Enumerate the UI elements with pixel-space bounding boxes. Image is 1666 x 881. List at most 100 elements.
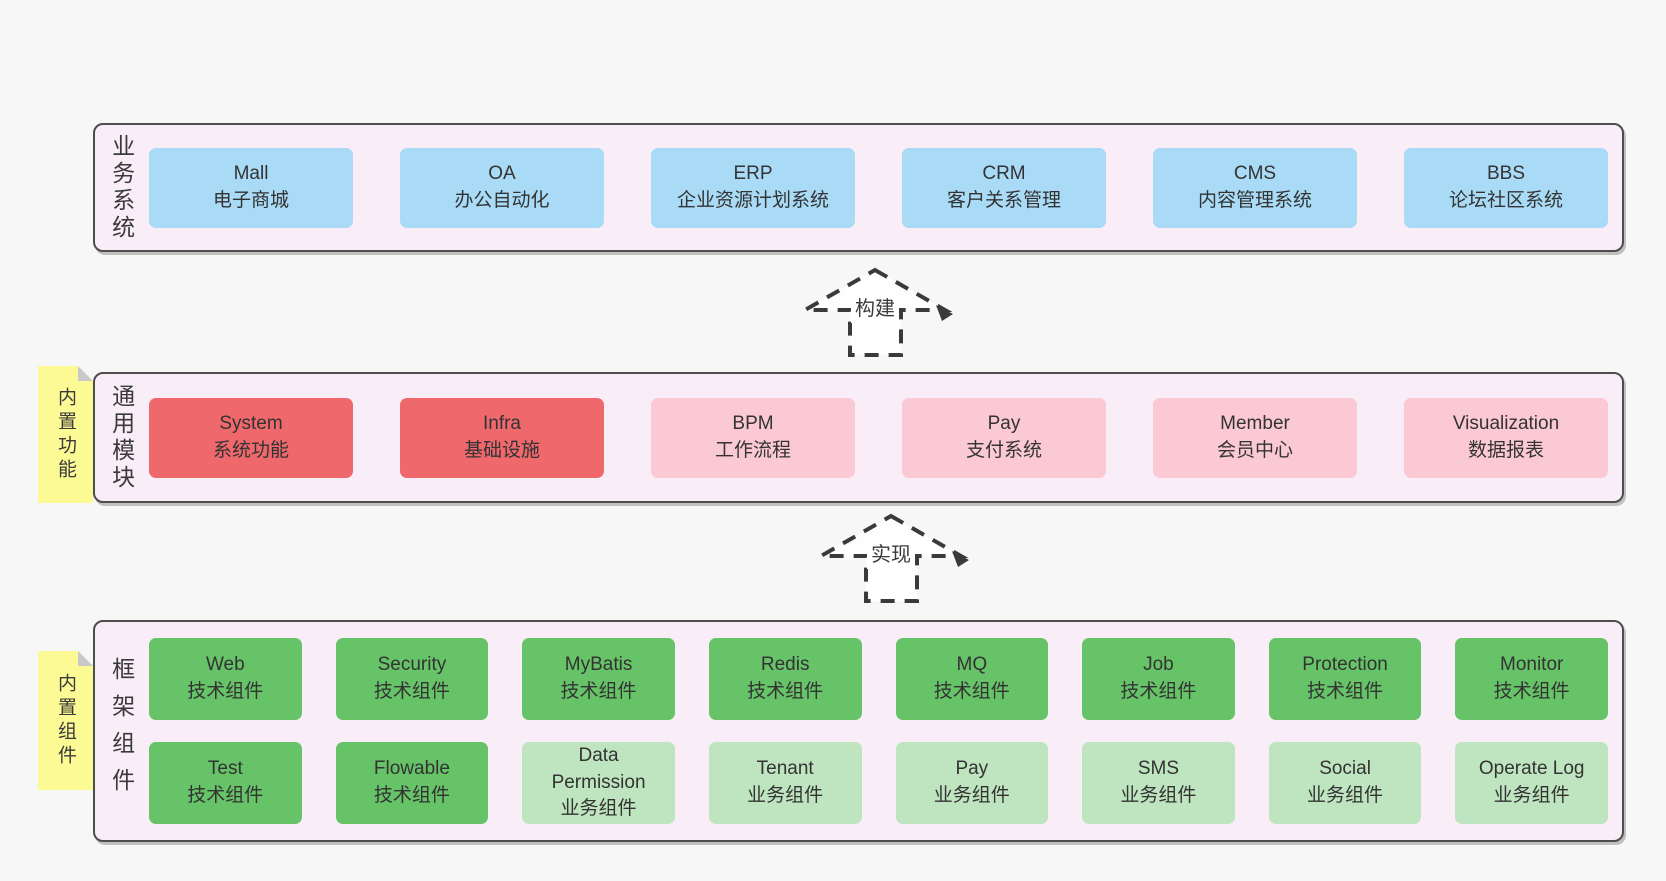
implement-arrow: 实现 — [813, 510, 976, 610]
box-sms: SMS 业务组件 — [1082, 742, 1235, 824]
box-subtitle: 内容管理系统 — [1197, 189, 1312, 211]
box-subtitle: 业务组件 — [560, 798, 637, 820]
note-fold-icon — [78, 651, 93, 666]
sticky-note-text: 内置功能 — [55, 386, 76, 483]
layer-common-modules: 通用模块 System 系统功能 Infra 基础设施 BPM 工作流程 Pay… — [93, 372, 1624, 503]
box-subtitle: 工作流程 — [714, 439, 791, 461]
box-protection: Protection 技术组件 — [1268, 638, 1422, 720]
box-title: Member — [1220, 412, 1290, 434]
box-test: Test 技术组件 — [149, 742, 302, 824]
box-subtitle: 业务组件 — [1307, 785, 1384, 806]
box-operate-log: Operate Log 业务组件 — [1455, 742, 1608, 824]
box-bbs: BBS 论坛社区系统 — [1404, 147, 1608, 228]
box-title: Monitor — [1500, 654, 1564, 676]
box-redis: Redis 技术组件 — [708, 638, 862, 720]
box-title: BPM — [732, 412, 774, 434]
box-tenant: Tenant 业务组件 — [708, 742, 862, 824]
box-bpm: BPM 工作流程 — [651, 397, 855, 478]
box-subtitle: 技术组件 — [1493, 681, 1570, 702]
sticky-note-builtin-features: 内置功能 — [38, 366, 93, 503]
box-data-permission: Data Permission 业务组件 — [522, 742, 675, 824]
sticky-note-builtin-components: 内置组件 — [38, 651, 93, 790]
box-subtitle: 论坛社区系统 — [1448, 189, 1563, 211]
box-pay-component: Pay 业务组件 — [895, 742, 1049, 824]
box-title: ERP — [733, 162, 773, 184]
box-subtitle: 办公自动化 — [454, 189, 550, 211]
box-title: BBS — [1486, 162, 1526, 184]
layer-business-label: 业务系统 — [108, 133, 135, 242]
box-subtitle: 技术组件 — [747, 681, 824, 702]
box-job: Job 技术组件 — [1082, 638, 1235, 720]
box-erp: ERP 企业资源计划系统 — [651, 147, 855, 228]
box-title: SMS — [1137, 758, 1180, 780]
box-cms: CMS 内容管理系统 — [1153, 147, 1357, 228]
box-subtitle: 客户关系管理 — [946, 189, 1061, 211]
box-title: Security — [377, 654, 447, 676]
box-title: Visualization — [1452, 412, 1560, 434]
box-crm: CRM 客户关系管理 — [902, 147, 1106, 228]
box-flowable: Flowable 技术组件 — [335, 742, 489, 824]
box-title: Protection — [1302, 654, 1388, 676]
note-fold-icon — [78, 366, 93, 381]
box-visualization: Visualization 数据报表 — [1404, 397, 1608, 478]
box-title: System — [219, 412, 283, 434]
box-title: CMS — [1233, 162, 1277, 184]
box-title: Data Permission — [551, 745, 646, 793]
box-title: Tenant — [756, 758, 814, 780]
box-oa: OA 办公自动化 — [400, 147, 604, 228]
box-subtitle: 技术组件 — [1120, 681, 1197, 702]
box-subtitle: 技术组件 — [1307, 681, 1384, 702]
box-subtitle: 业务组件 — [1120, 785, 1197, 806]
modules-boxes-row: System 系统功能 Infra 基础设施 BPM 工作流程 Pay 支付系统… — [149, 397, 1608, 478]
box-title: Infra — [482, 412, 522, 434]
box-monitor: Monitor 技术组件 — [1455, 638, 1608, 720]
box-title: Social — [1319, 758, 1371, 780]
box-subtitle: 基础设施 — [463, 439, 540, 461]
box-title: Web — [205, 654, 245, 676]
sticky-note-text: 内置组件 — [55, 672, 76, 769]
layer-modules-label: 通用模块 — [108, 383, 135, 492]
business-boxes-row: Mall 电子商城 OA 办公自动化 ERP 企业资源计划系统 CRM 客户关系… — [149, 147, 1608, 228]
box-title: OA — [488, 162, 516, 184]
layer-business-systems: 业务系统 Mall 电子商城 OA 办公自动化 ERP 企业资源计划系统 CRM… — [93, 123, 1624, 252]
components-row-1: Web 技术组件 Security 技术组件 MyBatis 技术组件 Redi… — [149, 638, 1608, 720]
box-mybatis: MyBatis 技术组件 — [522, 638, 675, 720]
box-subtitle: 业务组件 — [1493, 785, 1570, 806]
components-row-2: Test 技术组件 Flowable 技术组件 Data Permission … — [149, 742, 1608, 824]
box-subtitle: 会员中心 — [1216, 439, 1293, 461]
build-arrow: 构建 — [797, 264, 960, 364]
box-subtitle: 业务组件 — [747, 785, 824, 806]
box-title: CRM — [982, 162, 1026, 184]
box-title: Job — [1143, 654, 1174, 676]
box-subtitle: 技术组件 — [373, 681, 450, 702]
box-subtitle: 支付系统 — [965, 439, 1042, 461]
implement-arrow-label: 实现 — [867, 536, 915, 569]
box-subtitle: 业务组件 — [933, 785, 1010, 806]
layer-framework-components: 框架组件 Web 技术组件 Security 技术组件 MyBatis 技术组件… — [93, 620, 1624, 842]
components-rows: Web 技术组件 Security 技术组件 MyBatis 技术组件 Redi… — [149, 638, 1608, 824]
box-social: Social 业务组件 — [1268, 742, 1422, 824]
box-title: Operate Log — [1478, 758, 1585, 780]
box-pay-module: Pay 支付系统 — [902, 397, 1106, 478]
box-subtitle: 数据报表 — [1467, 439, 1544, 461]
box-title: Test — [207, 758, 243, 780]
box-subtitle: 技术组件 — [560, 681, 637, 702]
box-subtitle: 技术组件 — [187, 681, 264, 702]
box-infra: Infra 基础设施 — [400, 397, 604, 478]
box-subtitle: 技术组件 — [933, 681, 1010, 702]
box-title: Flowable — [373, 758, 450, 780]
box-subtitle: 系统功能 — [212, 439, 289, 461]
box-title: Redis — [760, 654, 810, 676]
box-mq: MQ 技术组件 — [895, 638, 1049, 720]
box-subtitle: 技术组件 — [373, 785, 450, 806]
box-subtitle: 技术组件 — [187, 785, 264, 806]
build-arrow-label: 构建 — [851, 290, 899, 323]
box-title: Pay — [955, 758, 989, 780]
box-web: Web 技术组件 — [149, 638, 302, 720]
box-title: MyBatis — [564, 654, 633, 676]
box-title: MQ — [956, 654, 988, 676]
box-title: Pay — [987, 412, 1021, 434]
box-system: System 系统功能 — [149, 397, 353, 478]
box-security: Security 技术组件 — [335, 638, 489, 720]
